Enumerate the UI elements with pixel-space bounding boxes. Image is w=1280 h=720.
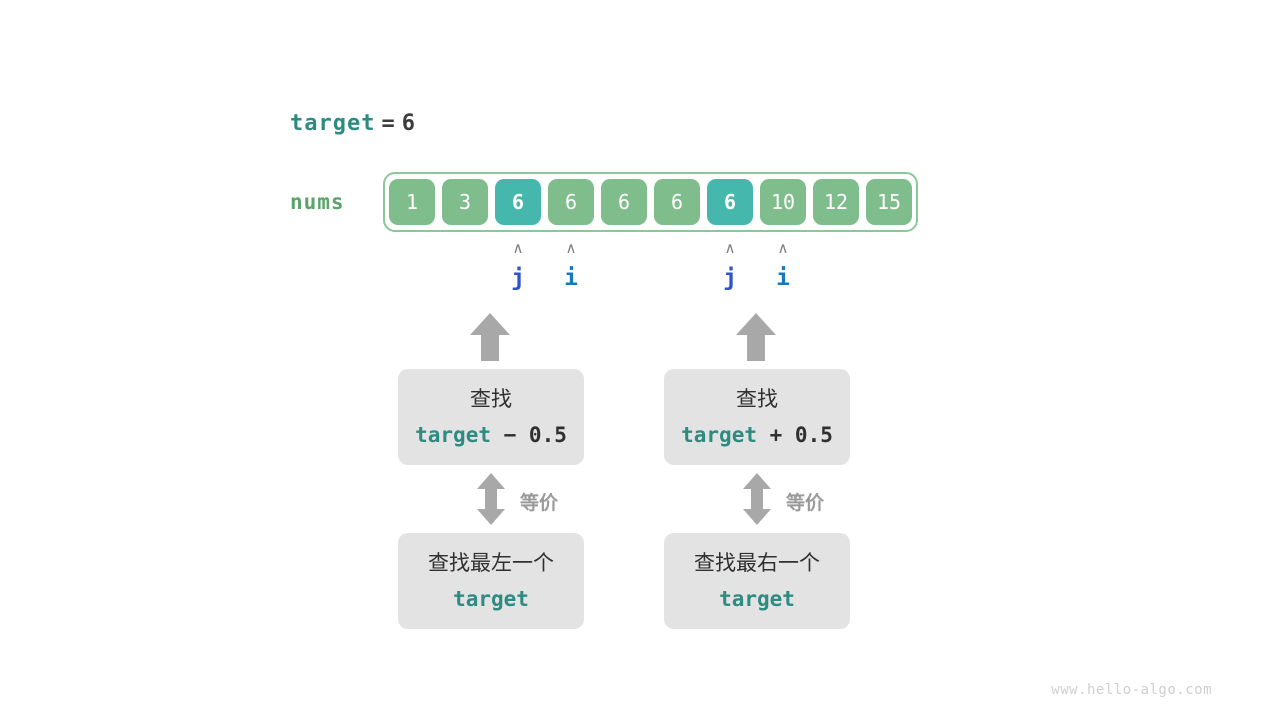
array-cell: 6 bbox=[548, 179, 594, 225]
search-leftmost-box: 查找最左一个 target bbox=[398, 533, 584, 629]
search-rightmost-box: 查找最右一个 target bbox=[664, 533, 850, 629]
search-expression-left: target − 0.5 bbox=[415, 420, 567, 450]
up-arrow-right-icon bbox=[736, 313, 776, 361]
array-cell: 12 bbox=[813, 179, 859, 225]
expr-var-right: target bbox=[681, 423, 757, 447]
array-cell: 6 bbox=[654, 179, 700, 225]
pointer-marker-j: ∧j bbox=[710, 239, 750, 292]
target-value: 6 bbox=[401, 111, 416, 136]
pointer-label: i bbox=[564, 265, 578, 291]
search-leftmost-label: 查找最左一个 bbox=[428, 551, 554, 575]
pointer-label: j bbox=[511, 265, 525, 291]
caret-icon: ∧ bbox=[724, 239, 736, 257]
array-cell: 10 bbox=[760, 179, 806, 225]
array-cell: 6 bbox=[601, 179, 647, 225]
pointer-marker-j: ∧j bbox=[498, 239, 538, 292]
array-cell: 1 bbox=[389, 179, 435, 225]
array-cell: 15 bbox=[866, 179, 912, 225]
array-cell: 3 bbox=[442, 179, 488, 225]
caret-icon: ∧ bbox=[565, 239, 577, 257]
search-target-plus-box: 查找 target + 0.5 bbox=[664, 369, 850, 465]
pointer-marker-i: ∧i bbox=[763, 239, 803, 292]
watermark: www.hello-algo.com bbox=[1051, 682, 1212, 698]
expr-op-left: − 0.5 bbox=[503, 423, 567, 447]
equivalence-label-right: 等价 bbox=[786, 492, 825, 514]
search-leftmost-expression: target bbox=[453, 584, 529, 614]
equivalence-arrow-right bbox=[742, 472, 772, 526]
expr-op-right: + 0.5 bbox=[769, 423, 833, 447]
search-expression-right: target + 0.5 bbox=[681, 420, 833, 450]
search-label-left: 查找 bbox=[470, 387, 512, 411]
equivalence-arrow-left bbox=[476, 472, 506, 526]
array-cell: 6 bbox=[707, 179, 753, 225]
up-arrow-right bbox=[735, 311, 777, 363]
pointer-label: i bbox=[776, 265, 790, 291]
expr-var-leftmost: target bbox=[453, 587, 529, 611]
double-arrow-left-icon bbox=[477, 473, 505, 525]
expr-var-left: target bbox=[415, 423, 491, 447]
search-target-minus-box: 查找 target − 0.5 bbox=[398, 369, 584, 465]
expr-var-rightmost: target bbox=[719, 587, 795, 611]
pointer-marker-i: ∧i bbox=[551, 239, 591, 292]
target-variable-name: target bbox=[290, 111, 376, 136]
equals-operator: = bbox=[381, 111, 396, 136]
equivalence-label-left: 等价 bbox=[520, 492, 559, 514]
up-arrow-left-icon bbox=[470, 313, 510, 361]
double-arrow-right-icon bbox=[743, 473, 771, 525]
caret-icon: ∧ bbox=[512, 239, 524, 257]
array-label: nums bbox=[290, 190, 345, 214]
pointer-label: j bbox=[723, 265, 737, 291]
target-declaration: target=6 bbox=[290, 111, 416, 136]
search-rightmost-label: 查找最右一个 bbox=[694, 551, 820, 575]
caret-icon: ∧ bbox=[777, 239, 789, 257]
search-rightmost-expression: target bbox=[719, 584, 795, 614]
up-arrow-left bbox=[469, 311, 511, 363]
search-label-right: 查找 bbox=[736, 387, 778, 411]
array-cell: 6 bbox=[495, 179, 541, 225]
